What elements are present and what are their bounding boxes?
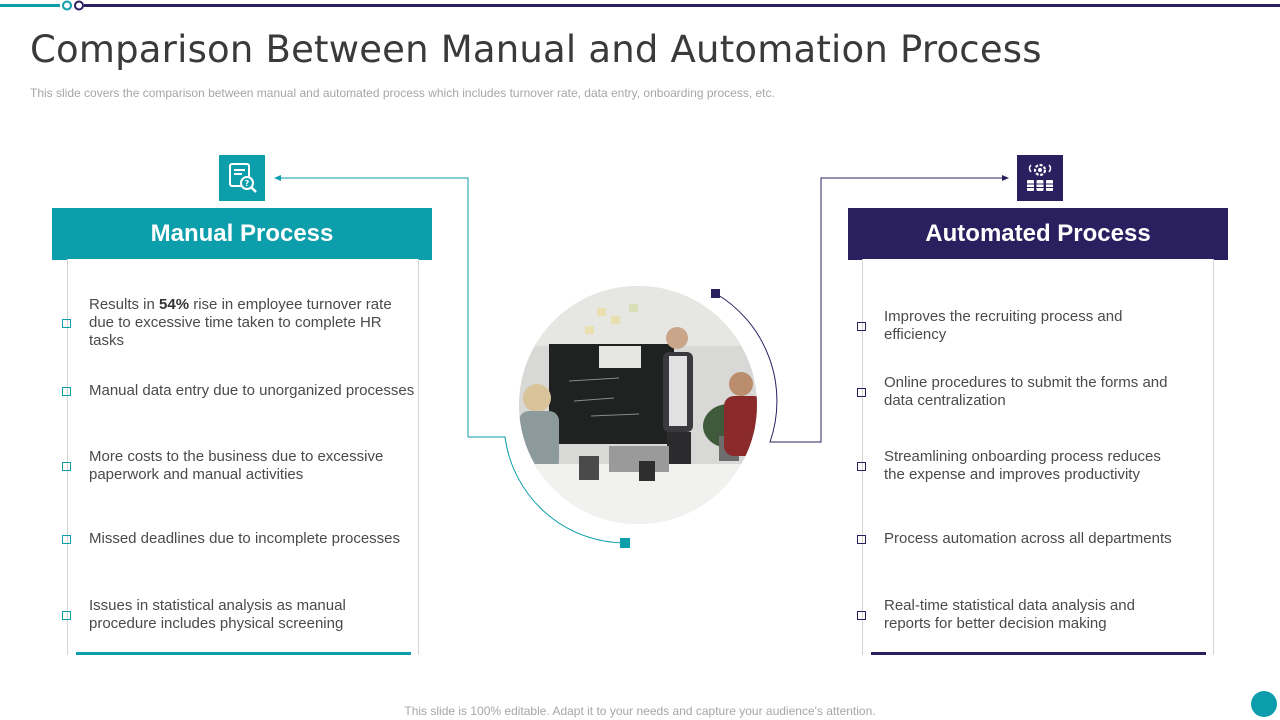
- list-item: Missed deadlines due to incomplete proce…: [62, 530, 419, 548]
- checkbox-bullet-icon: [857, 321, 866, 331]
- automated-item-4: Process automation across all department…: [884, 530, 1172, 547]
- list-item: Real-time statistical data analysis and …: [857, 597, 1154, 633]
- automated-item-1: Improves the recruiting process and effi…: [884, 308, 1123, 343]
- svg-text:?: ?: [245, 179, 250, 188]
- checkbox-bullet-icon: [62, 610, 71, 620]
- list-item: Online procedures to submit the forms an…: [857, 374, 1174, 410]
- footer-note: This slide is 100% editable. Adapt it to…: [404, 704, 876, 718]
- corner-circle: [1251, 691, 1277, 717]
- list-item: Streamlining onboarding process reduces …: [857, 448, 1169, 484]
- manual-item-3: More costs to the business due to excess…: [89, 448, 384, 483]
- manual-process-panel: Results in 54% rise in employee turnover…: [62, 259, 419, 655]
- automated-panel-bottom-line: [871, 652, 1206, 655]
- manual-item-1: Results in 54% rise in employee turnover…: [89, 296, 392, 349]
- automated-item-5: Real-time statistical data analysis and …: [884, 597, 1135, 632]
- document-search-icon: ?: [219, 155, 265, 201]
- list-item: Manual data entry due to unorganized pro…: [62, 382, 419, 400]
- automated-item-3: Streamlining onboarding process reduces …: [884, 448, 1161, 483]
- top-accent-line: [0, 4, 1280, 7]
- checkbox-bullet-icon: [857, 461, 866, 471]
- list-item: Process automation across all department…: [857, 530, 1184, 548]
- top-accent-circles: [62, 0, 84, 11]
- checkbox-bullet-icon: [62, 318, 71, 328]
- list-item: Issues in statistical analysis as manual…: [62, 597, 349, 633]
- manual-panel-bottom-line: [76, 652, 411, 655]
- page-subtitle: This slide covers the comparison between…: [30, 86, 775, 100]
- list-item: Improves the recruiting process and effi…: [857, 308, 1184, 344]
- page-title: Comparison Between Manual and Automation…: [30, 28, 1042, 71]
- checkbox-bullet-icon: [857, 387, 866, 397]
- automated-process-header: Automated Process: [848, 208, 1228, 260]
- checkbox-bullet-icon: [857, 610, 866, 620]
- checkbox-bullet-icon: [62, 534, 71, 544]
- automated-process-panel: Improves the recruiting process and effi…: [857, 259, 1214, 655]
- list-item: Results in 54% rise in employee turnover…: [62, 296, 419, 350]
- manual-item-4: Missed deadlines due to incomplete proce…: [89, 530, 401, 547]
- checkbox-bullet-icon: [62, 461, 71, 471]
- list-item: More costs to the business due to excess…: [62, 448, 389, 484]
- manual-item-5: Issues in statistical analysis as manual…: [89, 597, 346, 632]
- checkbox-bullet-icon: [62, 386, 71, 396]
- manual-item-2: Manual data entry due to unorganized pro…: [89, 382, 415, 399]
- team-meeting-photo: [519, 286, 757, 524]
- manual-process-header: Manual Process: [52, 208, 432, 260]
- automated-item-2: Online procedures to submit the forms an…: [884, 374, 1168, 409]
- gear-database-icon: [1017, 155, 1063, 201]
- checkbox-bullet-icon: [857, 534, 866, 544]
